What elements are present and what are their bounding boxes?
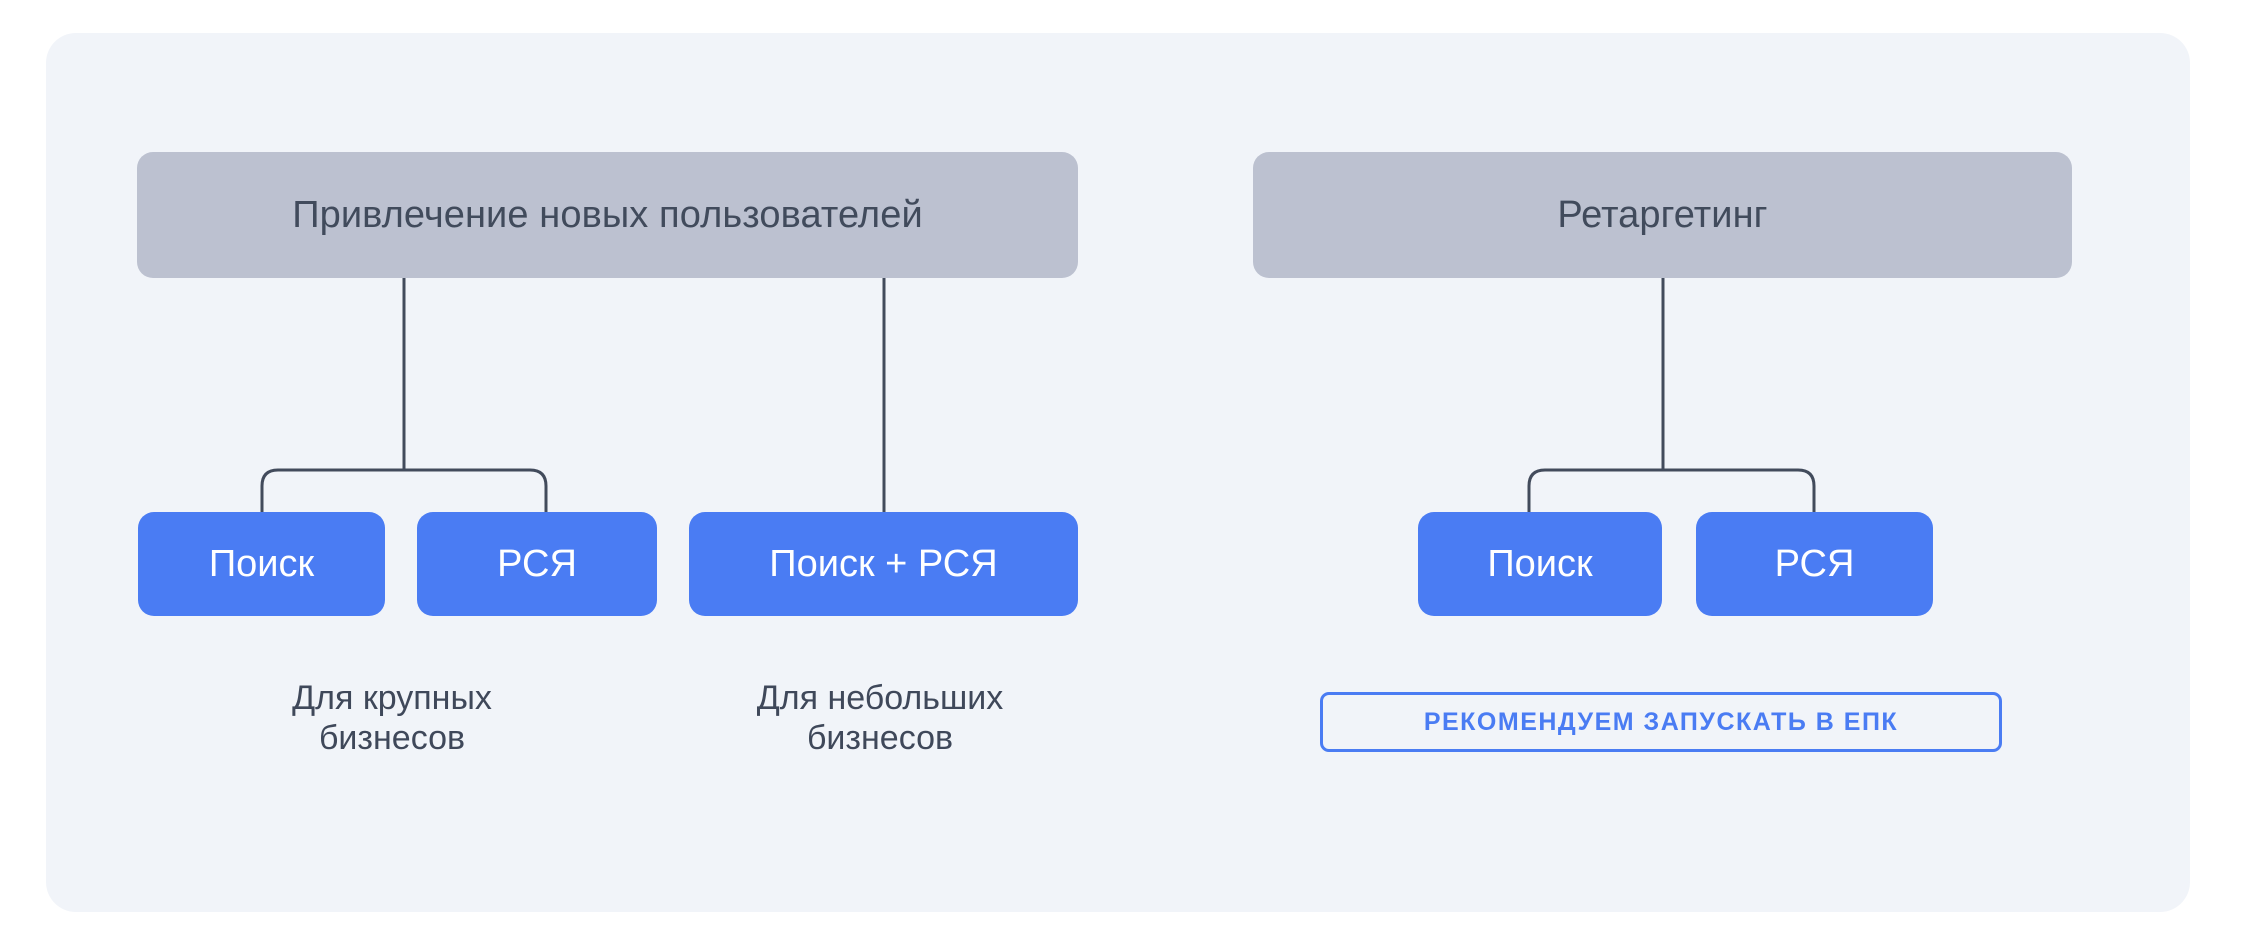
recommendation-badge: РЕКОМЕНДУЕМ ЗАПУСКАТЬ В ЕПК [1320,692,2002,752]
channel-label-rsya-acquisition: РСЯ [497,542,577,585]
channel-label-rsya-retargeting: РСЯ [1774,542,1855,585]
channel-pill-search-retargeting: Поиск [1418,512,1662,616]
channel-label-search-acquisition: Поиск [208,542,315,585]
channel-pill-search-acquisition: Поиск [138,512,385,616]
recommendation-badge-label: РЕКОМЕНДУЕМ ЗАПУСКАТЬ В ЕПК [1423,707,1899,736]
header-box-acquisition: Привлечение новых пользователей [137,152,1078,278]
header-label-retargeting: Ретаргетинг [1557,193,1768,236]
caption-large-business: Для крупных бизнесов [292,679,492,758]
header-box-retargeting: Ретаргетинг [1253,152,2072,278]
header-label-acquisition: Привлечение новых пользователей [292,193,923,236]
channel-pill-rsya-retargeting: РСЯ [1696,512,1933,616]
channel-label-search-retargeting: Поиск [1487,542,1593,585]
channel-pill-search-plus-rsya: Поиск + РСЯ [689,512,1078,616]
caption-small-business: Для небольших бизнесов [756,679,1004,758]
channel-pill-rsya-acquisition: РСЯ [417,512,657,616]
channel-label-search-plus-rsya: Поиск + РСЯ [769,542,998,585]
